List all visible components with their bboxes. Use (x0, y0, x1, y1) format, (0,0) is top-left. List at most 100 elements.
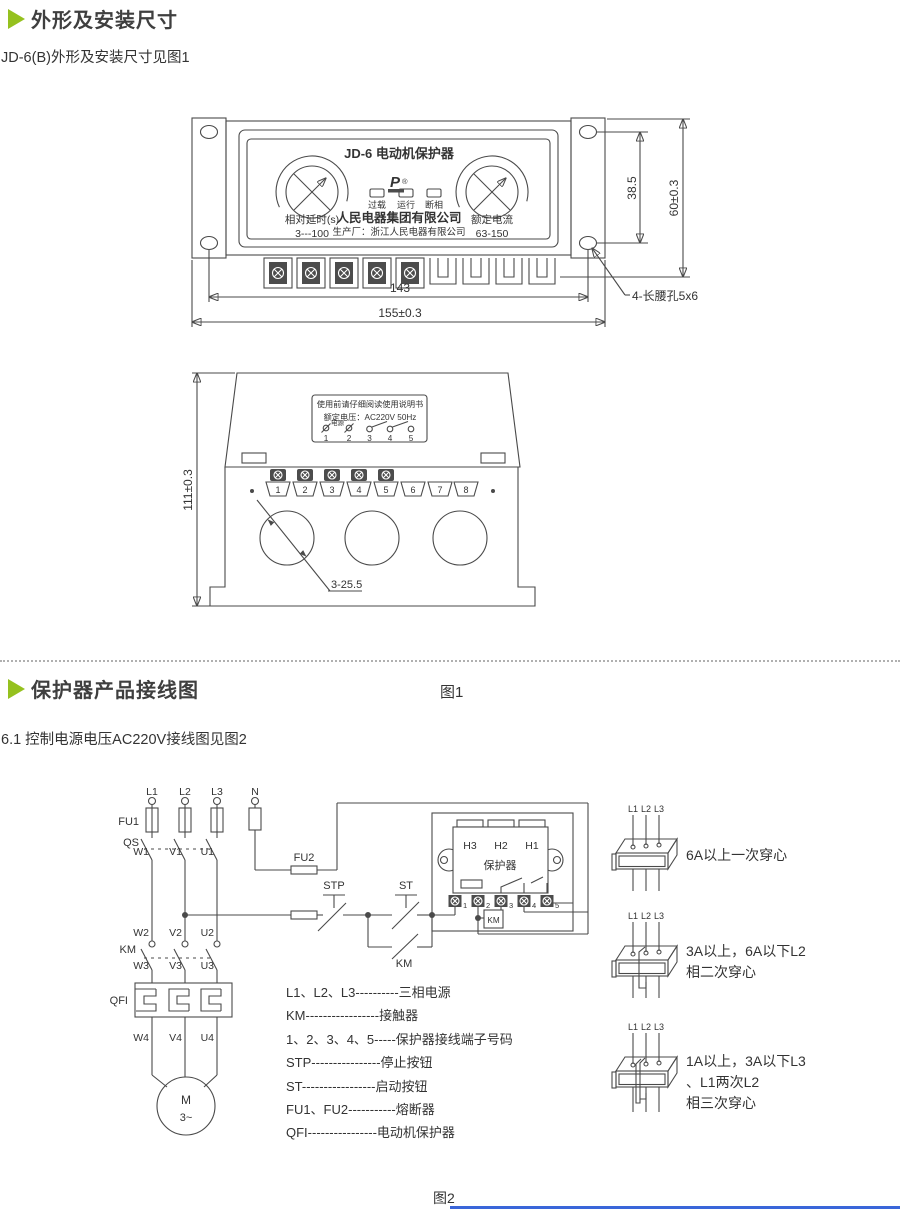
qfi-label: QFI (110, 995, 128, 1007)
km-coil-label: KM (487, 916, 499, 925)
ct-caption-line: 3A以上，6A以下L2 (686, 943, 806, 959)
section1-title: 外形及安装尺寸 (31, 10, 178, 32)
w3-label: W3 (133, 960, 149, 972)
legend-line: STP----------------停止按钮 (286, 1055, 433, 1071)
term-number: 4 (356, 485, 361, 495)
bottom-view-dimension: 111±0.3 (181, 373, 235, 606)
slot-note: 4-长腰孔5x6 (632, 289, 698, 303)
legend-line: FU1、FU2-----------熔断器 (286, 1102, 435, 1118)
u3-label: U3 (201, 960, 215, 972)
brand-logo: P ® (388, 174, 408, 193)
v2-label: V2 (169, 927, 182, 939)
h1-label: H1 (525, 840, 539, 852)
w1-label: W1 (133, 846, 149, 858)
ct-wire-label: L2 (641, 804, 651, 814)
motor-symbol: M 3~ (151, 1074, 218, 1136)
ct-caption-line: 6A以上一次穿心 (686, 847, 788, 863)
manufacturer: 生产厂：浙江人民电器有限公司 (332, 226, 465, 238)
dotted-divider (0, 660, 900, 662)
legend-line: KM-----------------接触器 (286, 1008, 419, 1024)
h3-label: H3 (463, 840, 477, 852)
stp-label: STP (323, 880, 344, 892)
term-number: 7 (437, 485, 442, 495)
ct-wire-label: L1 (628, 911, 638, 921)
legend-line: QFI----------------电动机保护器 (286, 1125, 455, 1141)
fig1-caption: 图1 (440, 684, 464, 701)
fig2-caption: 图2 (433, 1190, 455, 1206)
hole-dim-leader: 3-25.5 (256, 499, 362, 592)
led-label-run: 运行 (397, 199, 415, 210)
dim-60: 60±0.3 (667, 179, 681, 216)
dim-155: 155±0.3 (378, 306, 422, 320)
led-indicators: 过载 运行 断相 (368, 188, 443, 210)
ct-caption-line: 相二次穿心 (686, 964, 756, 980)
v1-label: V1 (169, 846, 182, 858)
protector-unit: H3 H2 H1 保护器 1 2 3 4 5 (431, 812, 574, 932)
circuit-legend: L1、L2、L3----------三相电源 KM---------------… (286, 981, 513, 1145)
ct-wire-label: L1 (628, 804, 638, 814)
term-number: 2 (302, 485, 307, 495)
km-aux-label: KM (396, 958, 413, 970)
ct-wire-label: L1 (628, 1022, 638, 1032)
section-arrow-icon (8, 8, 25, 29)
term-number: 3 (329, 485, 334, 495)
term-number: 1 (275, 485, 280, 495)
fu1-label: FU1 (118, 816, 139, 828)
section1-header: 外形及安装尺寸 (8, 4, 178, 33)
ct-diagram-3: L1 L2 L3 (611, 1022, 679, 1112)
qs-label: QS (123, 837, 139, 849)
protector-label: 保护器 (484, 858, 517, 872)
v4-label: V4 (169, 1032, 182, 1044)
km-coil: KM (478, 909, 504, 929)
ct-caption-line: 相三次穿心 (686, 1095, 756, 1111)
label-note2: 额定电压：AC220V 50Hz (324, 412, 417, 422)
dim-38-5: 38.5 (625, 176, 639, 200)
knob-right-range: 63-150 (476, 228, 509, 240)
ct-wire-label: L2 (641, 911, 651, 921)
delay-knob (275, 155, 349, 219)
section2-header: 保护器产品接线图 (8, 674, 199, 703)
term-number: 5 (383, 485, 388, 495)
stp-button-symbol: STP (317, 880, 347, 932)
dim-holes: 3-25.5 (331, 579, 362, 591)
phase-n: N (251, 786, 259, 798)
mini-term: 1 (324, 434, 329, 443)
dim-111: 111±0.3 (181, 469, 195, 511)
motor-m: M (181, 1093, 191, 1107)
front-view-drawing: JD-6 电动机保护器 P ® 过载 运行 断相 (192, 117, 698, 327)
pterm-number: 5 (555, 901, 559, 910)
dim-143: 143 (390, 281, 410, 295)
h2-label: H2 (494, 840, 508, 852)
section-arrow-icon (8, 678, 25, 699)
st-label: ST (399, 880, 413, 892)
st-button-symbol: ST (368, 880, 420, 930)
bottom-terminals: 1 2 3 4 5 6 7 8 (250, 469, 495, 497)
ct3-caption: 1A以上，3A以下L3 、L1两次L2 相三次穿心 (686, 1051, 806, 1114)
mini-term: 3 (367, 434, 372, 443)
phase-l1: L1 (146, 786, 158, 798)
term-number: 6 (410, 485, 415, 495)
ct-diagram-2: L1 L2 L3 (611, 911, 679, 998)
led-label-phase: 断相 (425, 199, 443, 210)
phase-l3: L3 (211, 786, 223, 798)
fu2-label: FU2 (294, 852, 315, 864)
ct-caption-line: 1A以上，3A以下L3 (686, 1053, 806, 1069)
logo-letter: P (390, 174, 401, 191)
ct-caption-line: 、L1两次L2 (686, 1074, 760, 1090)
u1-label: U1 (201, 846, 215, 858)
legend-line: L1、L2、L3----------三相电源 (286, 985, 451, 1000)
pterm-number: 1 (463, 901, 467, 910)
knob-left-label: 相对延时(s) (285, 213, 339, 226)
front-terminal-strip (263, 257, 556, 289)
ct-wire-label: L3 (654, 804, 664, 814)
v3-label: V3 (169, 960, 182, 972)
ct-diagram-1: L1 L2 L3 (611, 804, 679, 891)
mini-term: 5 (409, 434, 414, 443)
knob-left-range: 3---100 (295, 228, 329, 240)
knob-right-label: 额定电流 (471, 213, 513, 226)
km-label: KM (120, 944, 137, 956)
ct1-caption: 6A以上一次穿心 (686, 845, 787, 866)
legend-line: ST-----------------启动按钮 (286, 1078, 428, 1094)
front-view-dimensions: 143 155±0.3 38.5 60±0.3 4-长腰孔5x6 (192, 119, 698, 327)
section1-subtitle: JD-6(B)外形及安装尺寸见图1 (1, 50, 190, 66)
